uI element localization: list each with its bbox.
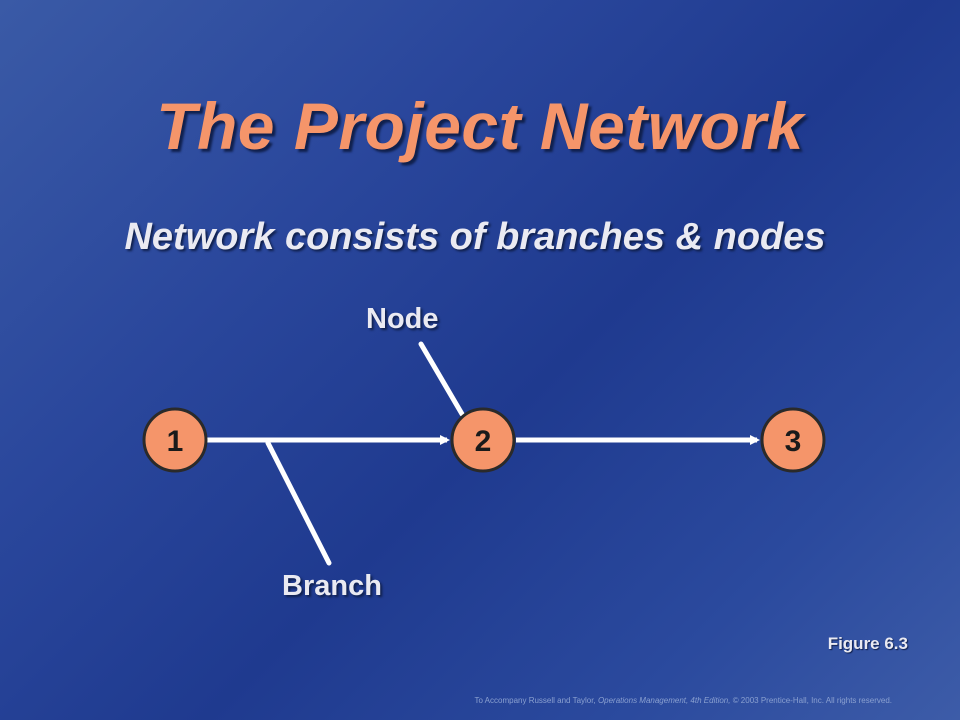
node-1: 1 <box>142 407 208 473</box>
slide-subtitle: Network consists of branches & nodes <box>124 216 826 258</box>
node-1-label: 1 <box>167 425 184 458</box>
footer-text-1: To Accompany Russell and Taylor, <box>474 696 598 705</box>
figure-caption: Figure 6.3 <box>827 634 908 653</box>
slide-title: The Project Network <box>156 89 804 163</box>
node-2-label: 2 <box>475 425 492 458</box>
node-callout-label: Node <box>366 303 439 335</box>
branch-callout-label: Branch <box>282 570 382 602</box>
footer-book-title: Operations Management, 4th Edition, <box>597 696 731 705</box>
node-3: 3 <box>760 407 826 473</box>
node-3-label: 3 <box>785 425 802 458</box>
footer-text-2: © 2003 Prentice-Hall, Inc. All rights re… <box>730 696 892 705</box>
branch-pointer-line <box>265 440 332 566</box>
node-2: 2 <box>450 407 516 473</box>
copyright-footer: To Accompany Russell and Taylor, Operati… <box>0 696 892 705</box>
node-pointer-line <box>418 341 465 417</box>
